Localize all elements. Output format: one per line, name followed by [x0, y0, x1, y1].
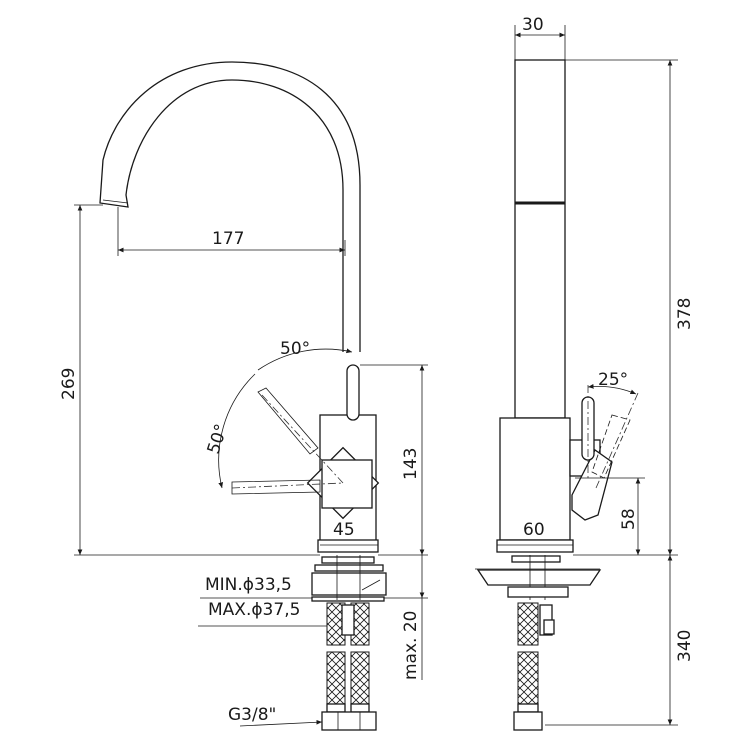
body [475, 417, 602, 600]
lever-angle-side-label: 50° [204, 422, 232, 457]
column-width-label: 30 [522, 15, 544, 35]
dimension-total-height: 378 [565, 59, 695, 556]
spout-reach-label: 177 [212, 229, 244, 249]
max-thickness-label: max. 20 [401, 611, 421, 680]
dimension-lever-height: 58 [575, 477, 645, 555]
hose-length-label: 340 [675, 630, 695, 662]
lever: 50° 50° [204, 339, 380, 520]
connection-leader [239, 719, 323, 727]
lever-angle-top-label: 50° [280, 339, 310, 359]
dimension-spout-reach: 177 [117, 207, 346, 256]
connection-label: G3/8" [228, 705, 276, 725]
dimension-spout-height: 269 [59, 204, 320, 556]
lever-angle-label: 25° [598, 370, 628, 390]
hole-max-label: MAX.ϕ37,5 [208, 600, 300, 620]
mounting-assembly [311, 555, 387, 731]
dimension-column-width: 30 [514, 15, 566, 60]
side-view: 177 269 50° 50° 45 [59, 61, 428, 731]
lever: 25° [569, 370, 639, 521]
lever-height-label: 58 [619, 508, 639, 530]
body-height-label: 143 [401, 448, 421, 480]
mounting-assembly [507, 586, 569, 731]
spout-height-label: 269 [59, 368, 79, 400]
spout [99, 61, 361, 352]
total-height-label: 378 [675, 298, 695, 330]
dimension-max-thickness: max. 20 [384, 555, 428, 680]
dimension-hole: MIN.ϕ33,5 MAX.ϕ37,5 [198, 575, 327, 627]
dimension-hose-length: 340 [545, 555, 695, 726]
body-width-label: 45 [333, 520, 355, 540]
column [514, 59, 566, 419]
hole-min-label: MIN.ϕ33,5 [205, 575, 292, 595]
dimension-body-height: 143 [360, 364, 428, 556]
front-view: 30 25° 60 58 [475, 15, 695, 731]
body-width-label: 60 [523, 520, 545, 540]
